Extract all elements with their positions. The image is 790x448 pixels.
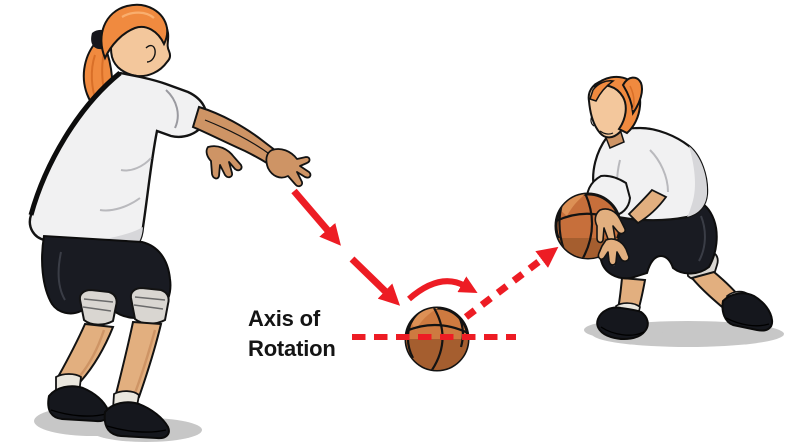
receiver-near-hand <box>597 238 630 266</box>
thrower-far-leg <box>56 322 115 383</box>
thrower-hair <box>100 3 169 61</box>
thrower-far-hand <box>265 148 312 188</box>
outgoing-dashed-arrow <box>463 246 559 320</box>
receiver-figure <box>554 75 784 347</box>
thrower-shirt <box>28 71 208 252</box>
rotation-arrow <box>407 276 478 302</box>
receiver-far-forearm <box>627 188 668 225</box>
trajectory-annotations <box>291 188 559 340</box>
basketball-bouncing <box>404 306 470 372</box>
incoming-arrow-segment-1 <box>291 188 341 246</box>
thrower-figure <box>28 3 312 442</box>
receiver-far-shoe <box>721 292 774 332</box>
axis-label-line2: Rotation <box>248 336 336 361</box>
receiver-ponytail <box>621 76 643 116</box>
thrower-near-hand <box>205 145 243 180</box>
receiver-hair-fringe <box>589 80 615 102</box>
thrower-near-shoe <box>103 401 170 440</box>
axis-of-rotation-label: Axis of Rotation <box>248 304 336 364</box>
axis-label-line1: Axis of <box>248 306 320 331</box>
incoming-arrow-segment-2 <box>349 256 401 306</box>
